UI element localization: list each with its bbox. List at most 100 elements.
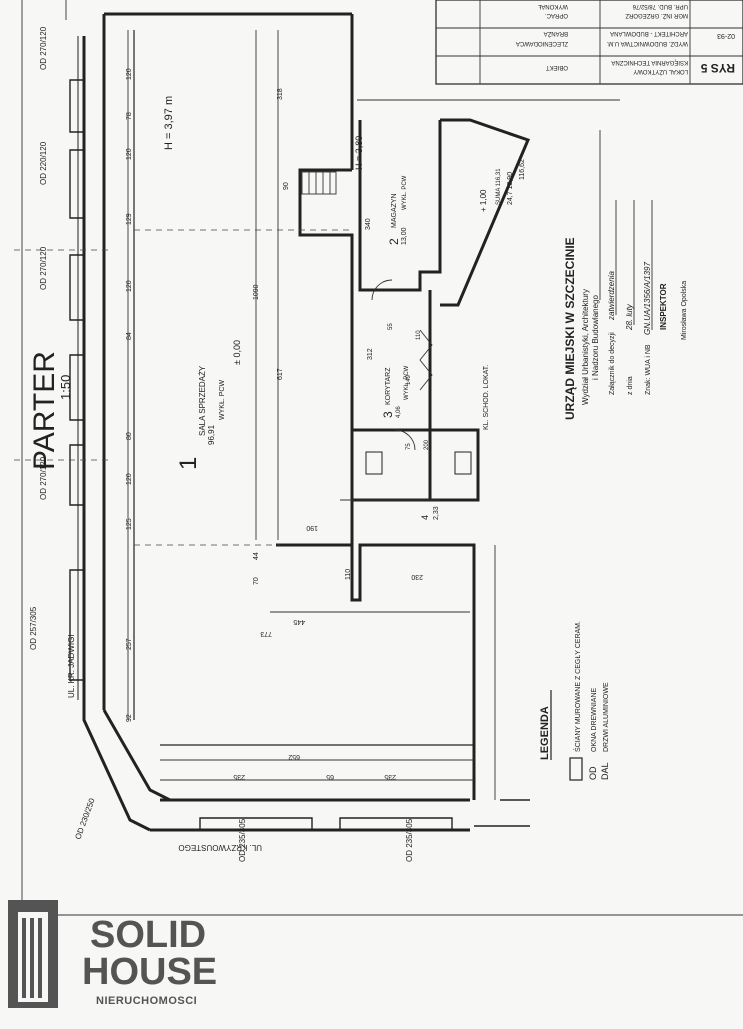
corner-wall-inner: [102, 709, 171, 802]
main-room-walls: [104, 12, 476, 800]
bottom-facade: [150, 798, 470, 832]
upr-value: UPR. BUD. 78/52/76: [632, 3, 688, 9]
stamp-line3: i Nadzoru Budowlanego: [591, 295, 600, 380]
legend-item-2-symbol: DAL: [600, 762, 610, 780]
room-4-area: 2,33: [433, 506, 440, 520]
zleceniodawca-label: ZLECENIODAWCA: [516, 40, 568, 46]
plan-scale: 1:50: [58, 375, 73, 400]
sheet-number: 02-93: [717, 32, 735, 39]
dim-main-20: 75: [406, 443, 412, 450]
dim-main-11: 70: [253, 577, 260, 585]
dim-top-6: 80: [126, 432, 133, 440]
dim-main-13: 110: [345, 569, 352, 580]
legend-item-1-symbol: OD: [588, 766, 598, 780]
dim-main-1: 1090: [253, 284, 260, 300]
dim-main-4: 652: [288, 753, 300, 760]
stamp-line1: URZĄD MIEJSKI W SZCZECINIE: [563, 237, 577, 420]
title-block: RYS 5 LOKAL UŻYTKOWY KSIĘGARNIA TECHNICZ…: [435, 0, 743, 85]
branza-value: ARCHITEKT - BUDOWLANA: [610, 30, 688, 36]
stair-note: KL. SCHOD. LOKAT.: [483, 365, 490, 430]
room-3-number: 3: [381, 411, 395, 418]
dim-top-2: 120: [126, 148, 133, 160]
room-1-area: 96,91: [207, 424, 216, 445]
dim-main-3: 773: [260, 630, 272, 637]
stamp-zal-value: zatwierdzenia: [607, 271, 616, 321]
legend-wall-symbol: [569, 757, 583, 781]
obiekt-value-2: KSIĘGARNIA TECHNICZNA: [611, 59, 688, 65]
logo-line2: HOUSE: [82, 951, 217, 993]
legend: LEGENDA ŚCIANY MUROWANE Z CEGŁY CERAM. O…: [539, 621, 610, 781]
dim-top-10: 92: [126, 714, 133, 722]
legend-title: LEGENDA: [539, 706, 551, 760]
solid-house-logo: SOLID HOUSE NIERUCHOMOSCI: [8, 900, 217, 1008]
stamp-name: Mirosława Opolska: [681, 281, 688, 340]
room-1-number: 1: [175, 457, 202, 470]
zleceniodawca-value: WYDZ. BUDOWNICTWA U.M.: [606, 40, 688, 46]
room-3-area: 4,06: [396, 406, 402, 418]
window-3: OD 270/120: [39, 456, 48, 500]
logo-line1: SOLID: [90, 914, 206, 956]
window-4: OD 257/305: [29, 606, 38, 650]
branza-label: BRANŻA: [544, 30, 568, 37]
dim-main-6: 65: [326, 773, 334, 780]
dim-main-15: 90: [283, 182, 290, 190]
legend-item-1-text: OKNA DREWNIANE: [591, 687, 598, 752]
room-2-number: 2: [387, 238, 401, 245]
room-1-name: SALA SPRZEDAŻY: [198, 365, 207, 436]
wykonal-label: WYKONAŁ: [537, 3, 568, 9]
dim-main-5: 235: [233, 773, 245, 780]
legend-item-2-text: DRZWI ALUMINIOWE: [603, 682, 610, 752]
stamp-line2: Wydział Urbanistyki, Architektury: [581, 289, 590, 405]
opracowal-label: OPRAC.: [545, 12, 568, 18]
calc-note-2: 24,7 13,90: [507, 172, 514, 205]
stamp-z-dnia-label: z dnia: [627, 376, 634, 395]
stamp-role: INSPEKTOR: [659, 283, 668, 330]
dim-top-5: 84: [126, 332, 133, 340]
dimension-lines: [127, 30, 620, 827]
plan-title: PARTER: [28, 351, 61, 470]
dim-main-21: 200: [424, 439, 430, 450]
window-2: OD 270/120: [39, 246, 48, 290]
stamp-znak-value: GN.UA/1356/A/1397: [643, 262, 652, 335]
stamp-zal-label: Załącznik do decyzji: [609, 332, 616, 395]
stamp-znak-label: Znak: WUA i NB: [645, 344, 652, 395]
height-note-2: H = 3,80: [354, 136, 364, 170]
dim-main-16: 312: [367, 348, 374, 360]
logo-line3: NIERUCHOMOSCI: [96, 995, 197, 1007]
dim-main-18: 110: [416, 330, 422, 340]
approval-stamp: URZĄD MIEJSKI W SZCZECINIE Wydział Urban…: [563, 200, 688, 420]
window-0: OD 270/120: [39, 26, 48, 70]
stair-top: [301, 171, 337, 195]
calc-note-3: 116,62: [519, 159, 526, 180]
room-3-floor: WYKŁ. PCW: [404, 365, 410, 400]
street-top: UL. KR. JADWIGI: [67, 634, 76, 698]
corner-wall: [82, 700, 151, 832]
plan-labels: PARTER 1:50 H = 3,97 m H = 3,80 UL. KR. …: [28, 96, 526, 852]
obiekt-value-1: LOKAL UŻYTKOWY: [633, 68, 688, 75]
elevation-note: + 1,00: [479, 189, 488, 212]
dim-main-19: 55: [388, 323, 394, 330]
dim-top-9: 257: [126, 638, 133, 650]
dimension-numbers: 120 78 120 129 120 84 80 120 125 257 92 …: [126, 68, 430, 780]
dim-top-3: 129: [126, 213, 133, 225]
dim-main-0: 318: [277, 88, 284, 100]
window-5: OD 235/305: [238, 818, 247, 862]
dim-main-2: 617: [277, 368, 284, 380]
room-2-area: 13,00: [401, 227, 408, 245]
room-2-floor: WYKŁ. PCW: [402, 175, 408, 210]
dim-top-4: 120: [126, 280, 133, 292]
dim-main-9: 190: [306, 524, 318, 531]
window-7: OD 230/250: [73, 797, 96, 841]
dim-main-10: 445: [293, 618, 305, 625]
dim-main-12: 44: [253, 552, 260, 560]
obiekt-label: OBIEKT: [546, 64, 568, 70]
room-4-number: 4: [420, 515, 430, 520]
height-note: H = 3,97 m: [163, 96, 175, 150]
facade-wall: [14, 14, 110, 710]
dim-main-14: 340: [365, 218, 372, 230]
room-2-name: MAGAZYN: [391, 193, 398, 228]
dim-main-7: 235: [384, 773, 396, 780]
calc-note: SUMA 116,31: [496, 168, 502, 205]
dim-main-8: 230: [411, 573, 423, 580]
